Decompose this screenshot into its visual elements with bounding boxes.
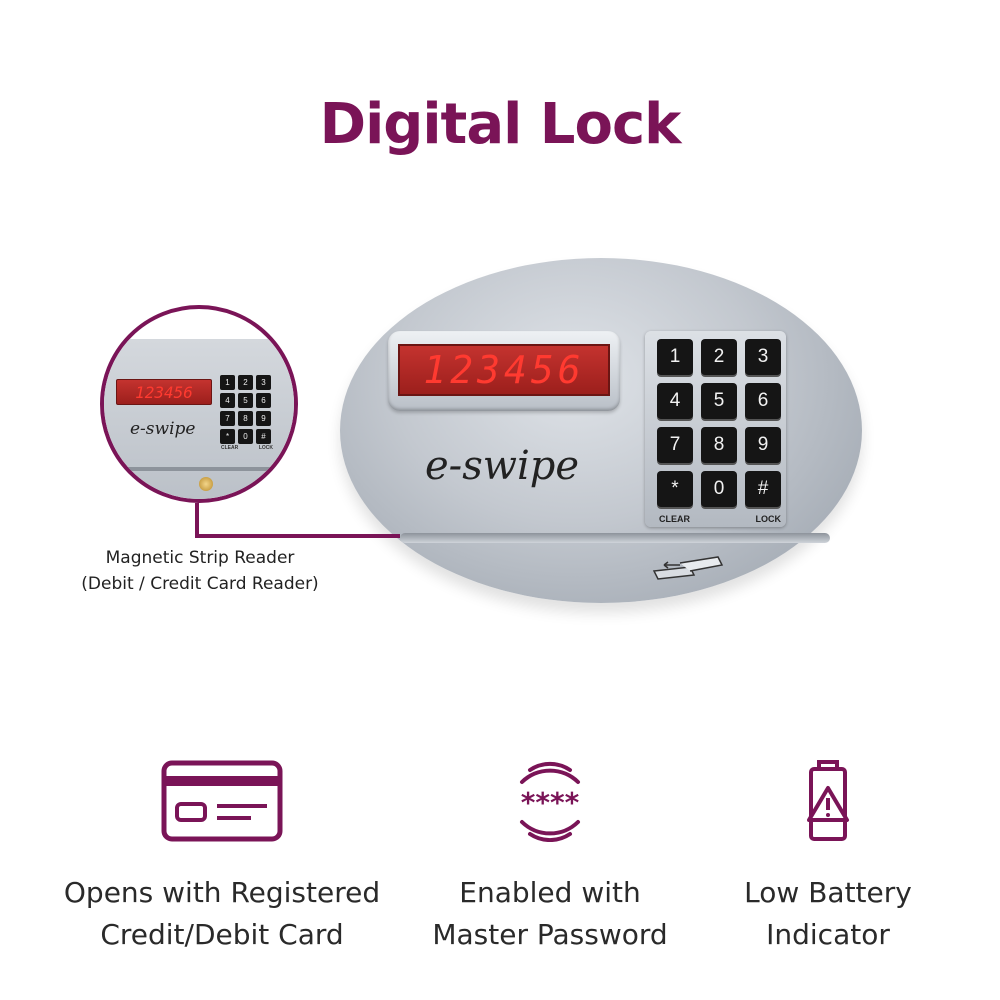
callout-caption: Magnetic Strip Reader (Debit / Credit Ca…	[40, 545, 360, 597]
display-bezel: 123456	[388, 331, 620, 411]
feature-battery: Low Battery Indicator	[658, 760, 998, 956]
page-title: Digital Lock	[319, 92, 682, 157]
zoom-key-0: 0	[238, 429, 253, 444]
key-1[interactable]: 1	[657, 339, 693, 375]
key-star[interactable]: *	[657, 471, 693, 507]
zoom-brand-logo: e-swipe	[130, 419, 196, 439]
callout-connector	[195, 503, 199, 538]
zoom-key-hash: #	[256, 429, 271, 444]
zoom-key-8: 8	[238, 411, 253, 426]
feature-password-line-2: Master Password	[432, 918, 668, 951]
zoom-key-1: 1	[220, 375, 235, 390]
zoom-key-6: 6	[256, 393, 271, 408]
callout-line-2: (Debit / Credit Card Reader)	[81, 574, 319, 594]
keypad: 1 2 3 4 5 6 7 8 9 * 0 # CLEAR LOCK	[645, 331, 786, 527]
zoom-knob	[199, 477, 213, 491]
zoom-key-7: 7	[220, 411, 235, 426]
callout-connector-line	[195, 534, 400, 538]
password-icon: ****	[520, 762, 580, 842]
key-4[interactable]: 4	[657, 383, 693, 419]
zoom-key-9: 9	[256, 411, 271, 426]
zoom-key-2: 2	[238, 375, 253, 390]
feature-card-line-1: Opens with Registered	[63, 876, 381, 909]
svg-text:****: ****	[521, 786, 580, 819]
led-display: 123456	[398, 344, 610, 396]
zoom-key-5: 5	[238, 393, 253, 408]
zoom-lock-label: LOCK	[258, 445, 273, 451]
key-8[interactable]: 8	[701, 427, 737, 463]
zoom-detail-circle: 123456 1 2 3 4 5 6 7 8 9 * 0 # CLEAR LOC…	[100, 305, 298, 503]
key-2[interactable]: 2	[701, 339, 737, 375]
clear-label: CLEAR	[659, 514, 690, 524]
zoom-led-display: 123456	[116, 379, 212, 405]
feature-card-line-2: Credit/Debit Card	[100, 918, 344, 951]
zoom-clear-label: CLEAR	[221, 445, 239, 451]
zoom-strip-slot	[104, 467, 294, 471]
feature-battery-line-1: Low Battery	[744, 876, 912, 909]
zoom-key-4: 4	[220, 393, 235, 408]
feature-password-line-1: Enabled with	[459, 876, 641, 909]
magnetic-strip-slot	[400, 533, 830, 543]
zoom-key-3: 3	[256, 375, 271, 390]
callout-line-1: Magnetic Strip Reader	[105, 548, 295, 568]
key-7[interactable]: 7	[657, 427, 693, 463]
key-hash[interactable]: #	[745, 471, 781, 507]
feature-password: **** Enabled with Master Password	[380, 760, 720, 956]
key-3[interactable]: 3	[745, 339, 781, 375]
lock-label: LOCK	[755, 514, 782, 524]
brand-logo: e-swipe	[425, 443, 580, 489]
zoom-key-star: *	[220, 429, 235, 444]
card-swipe-icon	[652, 556, 724, 580]
credit-card-icon	[161, 760, 283, 842]
key-0[interactable]: 0	[701, 471, 737, 507]
battery-warning-icon	[807, 760, 849, 841]
key-6[interactable]: 6	[745, 383, 781, 419]
feature-card: Opens with Registered Credit/Debit Card	[52, 760, 392, 956]
feature-battery-line-2: Indicator	[766, 918, 890, 951]
key-5[interactable]: 5	[701, 383, 737, 419]
digital-lock-panel: 123456 1 2 3 4 5 6 7 8 9 * 0 # CLEAR LOC…	[340, 258, 862, 603]
key-9[interactable]: 9	[745, 427, 781, 463]
